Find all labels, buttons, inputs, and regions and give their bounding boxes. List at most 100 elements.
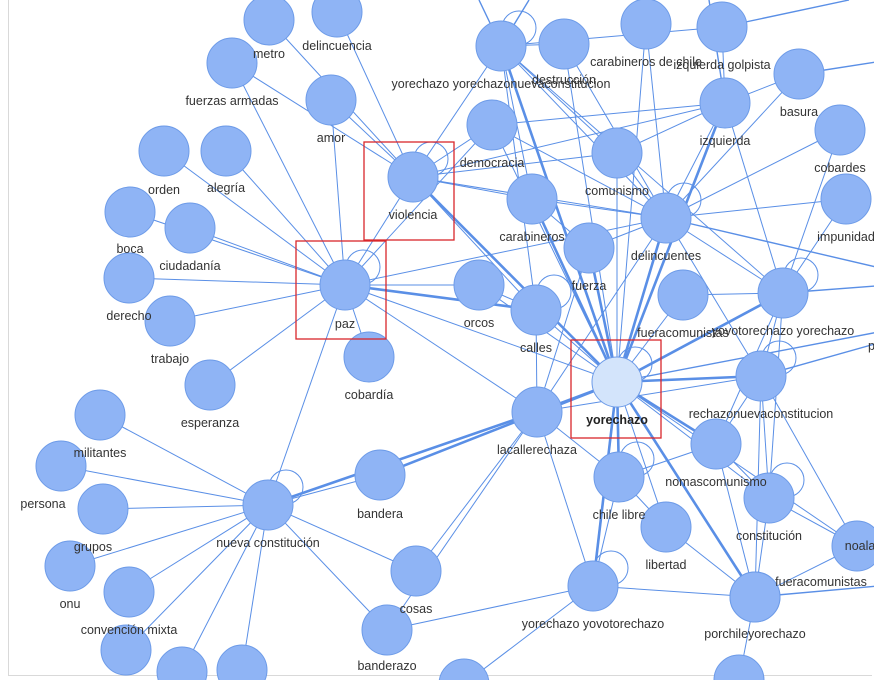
edge-paz-nueva bbox=[267, 284, 346, 506]
edge-lacalle-cosas bbox=[415, 411, 538, 572]
node-izquierda[interactable] bbox=[699, 77, 751, 129]
edge-violencia-yor1 bbox=[412, 45, 502, 178]
node-militantes[interactable] bbox=[74, 389, 126, 441]
node-constitucion[interactable] bbox=[743, 472, 795, 524]
edge-yorechazo2-banderazo bbox=[386, 585, 594, 631]
edge-impunidad-delincuentes bbox=[665, 198, 847, 219]
node-orcos[interactable] bbox=[453, 259, 505, 311]
node-carabch[interactable] bbox=[620, 0, 672, 50]
node-nomas[interactable] bbox=[690, 418, 742, 470]
node-b2[interactable] bbox=[156, 646, 208, 680]
node-cobardia[interactable] bbox=[343, 331, 395, 383]
node-rechazonueva[interactable] bbox=[735, 350, 787, 402]
node-porchile[interactable] bbox=[729, 571, 781, 623]
node-lacalle[interactable] bbox=[511, 386, 563, 438]
node-yovoto[interactable] bbox=[757, 267, 809, 319]
node-persona[interactable] bbox=[35, 440, 87, 492]
node-delincuentes[interactable] bbox=[640, 192, 692, 244]
node-delincuencia[interactable] bbox=[311, 0, 363, 38]
node-alegria[interactable] bbox=[200, 125, 252, 177]
node-label-yorechazo: yorechazo bbox=[586, 413, 648, 427]
node-label-constitucion: constitución bbox=[736, 529, 802, 543]
node-nueva[interactable] bbox=[242, 479, 294, 531]
node-fueracom[interactable] bbox=[657, 269, 709, 321]
edge-delincuentes-lacalle bbox=[536, 217, 667, 413]
highlight-boxes bbox=[295, 141, 662, 439]
edge-yor1-comunismo bbox=[500, 45, 618, 154]
edge-cobardes-yovoto bbox=[782, 129, 841, 294]
node-label-bandera: bandera bbox=[357, 507, 403, 521]
node-label-izquierda: izquierda bbox=[700, 134, 751, 148]
node-label-banderazo: banderazo bbox=[357, 659, 416, 673]
node-onu[interactable] bbox=[44, 540, 96, 592]
edge-nueva-b2 bbox=[181, 504, 269, 673]
edge-nueva-b3 bbox=[241, 504, 269, 671]
edge-nueva-grupos bbox=[102, 504, 269, 510]
node-esperanza[interactable] bbox=[184, 359, 236, 411]
edge-violencia-comunismo bbox=[412, 152, 618, 178]
node-grupos[interactable] bbox=[77, 483, 129, 535]
node-yorechazo[interactable] bbox=[591, 356, 643, 408]
node-label-fueracom2: fueracomunistas bbox=[775, 575, 867, 589]
node-violencia[interactable] bbox=[387, 151, 439, 203]
edge-amor-paz bbox=[330, 99, 346, 286]
node-carabineros[interactable] bbox=[506, 173, 558, 225]
edge-paz-delincuentes bbox=[344, 217, 667, 286]
node-label-carabch: carabineros de chile bbox=[590, 55, 702, 69]
node-democracia[interactable] bbox=[466, 99, 518, 151]
edge-yorechazo2-b4 bbox=[468, 585, 594, 680]
edge-trabajo-paz bbox=[169, 284, 346, 322]
node-paz[interactable] bbox=[319, 259, 371, 311]
node-cosas[interactable] bbox=[390, 545, 442, 597]
node-label-alegria: alegría bbox=[207, 181, 245, 195]
node-boca[interactable] bbox=[104, 186, 156, 238]
node-ciudadania[interactable] bbox=[164, 202, 216, 254]
edge-carabch-delincuentes bbox=[645, 23, 667, 219]
node-b4[interactable] bbox=[438, 658, 490, 680]
edge-yorechazo-libertad bbox=[616, 381, 667, 528]
node-chilelibre[interactable] bbox=[593, 451, 645, 503]
node-yorechazo2[interactable] bbox=[567, 560, 619, 612]
node-label-cosas: cosas bbox=[400, 602, 433, 616]
edge-yorechazo-violencia-strong bbox=[412, 176, 618, 383]
node-fuerza[interactable] bbox=[563, 222, 615, 274]
node-bandera[interactable] bbox=[354, 449, 406, 501]
node-label-fuerza: fuerza bbox=[572, 279, 607, 293]
node-banderazo[interactable] bbox=[361, 604, 413, 656]
node-comunismo[interactable] bbox=[591, 127, 643, 179]
node-destruccion[interactable] bbox=[538, 18, 590, 70]
node-derecho[interactable] bbox=[103, 252, 155, 304]
node-b1[interactable] bbox=[100, 624, 152, 676]
node-label-basura: basura bbox=[780, 105, 818, 119]
node-impunidad[interactable] bbox=[820, 173, 872, 225]
node-orden[interactable] bbox=[138, 125, 190, 177]
node-noalanueva[interactable] bbox=[831, 520, 874, 572]
node-basura[interactable] bbox=[773, 48, 825, 100]
nodes-layer bbox=[35, 0, 874, 680]
node-label-yovoto: yovotorechazo yorechazo bbox=[712, 324, 854, 338]
edge-basura-delincuentes bbox=[665, 73, 800, 219]
node-amor[interactable] bbox=[305, 74, 357, 126]
node-libertad[interactable] bbox=[640, 501, 692, 553]
node-yor1[interactable] bbox=[475, 20, 527, 72]
node-calles[interactable] bbox=[510, 284, 562, 336]
node-label-lacalle: lacallerechaza bbox=[497, 443, 577, 457]
node-convencion[interactable] bbox=[103, 566, 155, 618]
node-label-noalanueva: noalanu bbox=[845, 539, 874, 553]
edge-delincuentes-rechazonueva bbox=[665, 217, 762, 377]
edge-yorechazo-noalanueva bbox=[616, 381, 858, 547]
node-trabajo[interactable] bbox=[144, 295, 196, 347]
node-b5[interactable] bbox=[713, 654, 765, 680]
node-cobardes[interactable] bbox=[814, 104, 866, 156]
node-label-militantes: militantes bbox=[74, 446, 127, 460]
node-label-orden: orden bbox=[148, 183, 180, 197]
node-izqgolp[interactable] bbox=[696, 1, 748, 53]
node-fuerzas[interactable] bbox=[206, 37, 258, 89]
edge-yorechazo-porchile-strong bbox=[615, 381, 757, 598]
node-metro[interactable] bbox=[243, 0, 295, 46]
edge-paz-lacalle bbox=[344, 284, 538, 413]
node-b3[interactable] bbox=[216, 644, 268, 680]
